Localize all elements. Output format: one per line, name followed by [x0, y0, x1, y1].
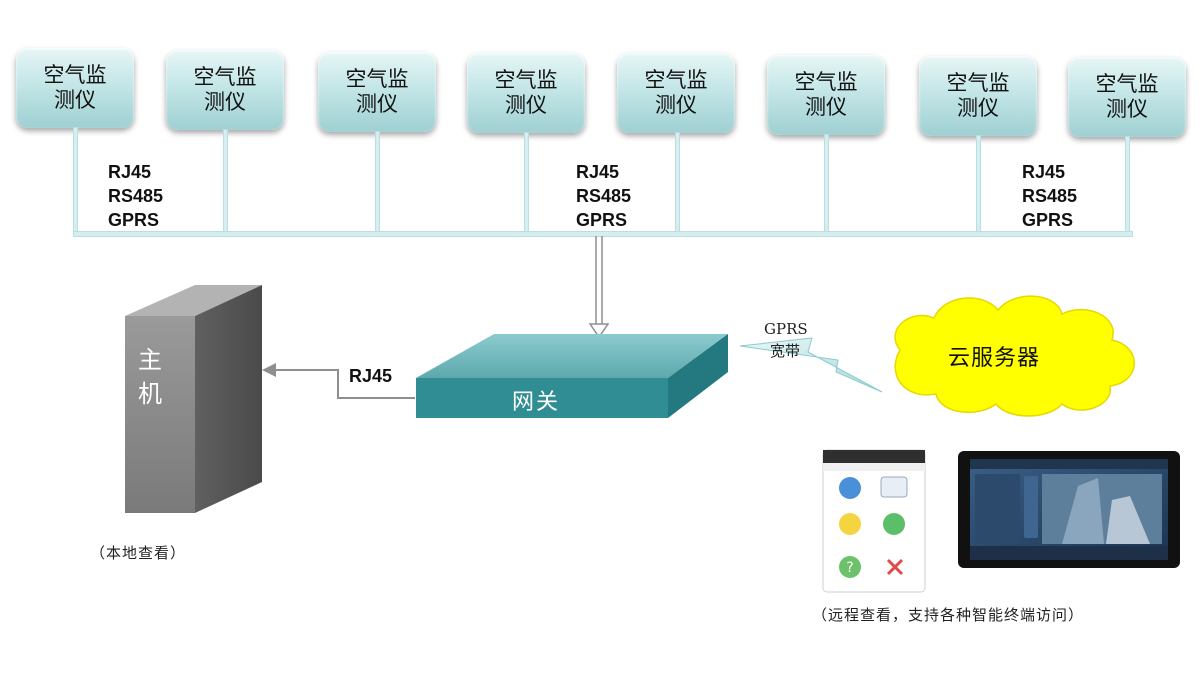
- air-monitor-6: 空气监 测仪: [767, 55, 885, 135]
- sensor-label-line2: 测仪: [54, 88, 96, 112]
- air-monitor-3: 空气监 测仪: [318, 52, 436, 132]
- protocol-rj45: RJ45: [1022, 162, 1066, 182]
- protocol-rs485: RS485: [1022, 186, 1078, 206]
- sensor-drop-wire: [376, 132, 379, 234]
- protocol-gprs: GPRS: [576, 210, 628, 230]
- air-monitor-5: 空气监 测仪: [617, 53, 735, 133]
- protocol-gprs: GPRS: [108, 210, 160, 230]
- sensor-drop-wire: [676, 133, 679, 234]
- protocol-list-left: RJ45 RS485 GPRS: [108, 160, 163, 232]
- protocol-list-middle: RJ45 RS485 GPRS: [576, 160, 631, 232]
- sensor-label-line1: 空气监: [193, 65, 257, 89]
- sensor-label-line1: 空气监: [946, 71, 1010, 95]
- sensor-label-line1: 空气监: [43, 63, 107, 87]
- host-label-line2: 机: [138, 380, 162, 408]
- sensor-bus-wire: [74, 232, 1132, 236]
- sensor-label-line2: 测仪: [505, 93, 547, 117]
- cloud-link-label-broadband: 宽带: [770, 342, 801, 360]
- gprs-lightning-icon: [739, 337, 883, 393]
- air-monitor-1: 空气监 测仪: [16, 48, 134, 128]
- protocol-rj45: RJ45: [576, 162, 620, 182]
- sensor-drop-wire: [825, 135, 828, 234]
- sensor-label-line1: 空气监: [794, 70, 858, 94]
- protocol-rj45: RJ45: [108, 162, 152, 182]
- sensor-label-line1: 空气监: [345, 67, 409, 91]
- sensor-label-line2: 测仪: [204, 90, 246, 114]
- cloud-server-label: 云服务器: [948, 346, 1041, 371]
- air-monitor-7: 空气监 测仪: [919, 56, 1037, 136]
- host-computer: [125, 285, 262, 513]
- mobile-phone: ?: [822, 449, 926, 593]
- host-label-line1: 主: [138, 346, 162, 374]
- remote-view-caption: （远程查看，支持各种智能终端访问）: [812, 606, 1085, 624]
- tablet-device: [958, 451, 1180, 568]
- sensor-label-line1: 空气监: [644, 68, 708, 92]
- sensor-label-line1: 空气监: [1095, 72, 1159, 96]
- gateway-to-host-link: [262, 363, 415, 399]
- cloud-link-label-gprs: GPRS: [764, 320, 808, 338]
- local-view-caption: （本地查看）: [90, 544, 187, 562]
- sensor-drop-wire: [74, 128, 77, 234]
- protocol-gprs: GPRS: [1022, 210, 1074, 230]
- gateway-device: [416, 334, 728, 418]
- protocol-list-right: RJ45 RS485 GPRS: [1022, 160, 1077, 232]
- sensor-label-line2: 测仪: [957, 96, 999, 120]
- sensor-label-line2: 测仪: [1106, 97, 1148, 121]
- air-monitor-8: 空气监 测仪: [1068, 57, 1186, 137]
- sensor-drop-wire: [525, 133, 528, 234]
- gateway-label: 网关: [512, 390, 561, 415]
- sensor-label-line2: 测仪: [356, 92, 398, 116]
- protocol-rs485: RS485: [576, 186, 632, 206]
- sensor-drop-wire: [1126, 137, 1129, 234]
- svg-text:?: ?: [846, 560, 853, 576]
- sensor-label-line2: 测仪: [805, 95, 847, 119]
- sensor-drop-wire: [224, 130, 227, 234]
- sensor-label-line1: 空气监: [494, 68, 558, 92]
- sensor-label-line2: 测仪: [655, 93, 697, 117]
- bus-to-gateway-arrow: [588, 236, 610, 339]
- sensor-drop-wire: [977, 136, 980, 234]
- protocol-rs485: RS485: [108, 186, 164, 206]
- cloud-server-icon: [894, 295, 1135, 417]
- air-monitor-4: 空气监 测仪: [467, 53, 585, 133]
- air-monitor-2: 空气监 测仪: [166, 50, 284, 130]
- host-link-label: RJ45: [349, 366, 393, 386]
